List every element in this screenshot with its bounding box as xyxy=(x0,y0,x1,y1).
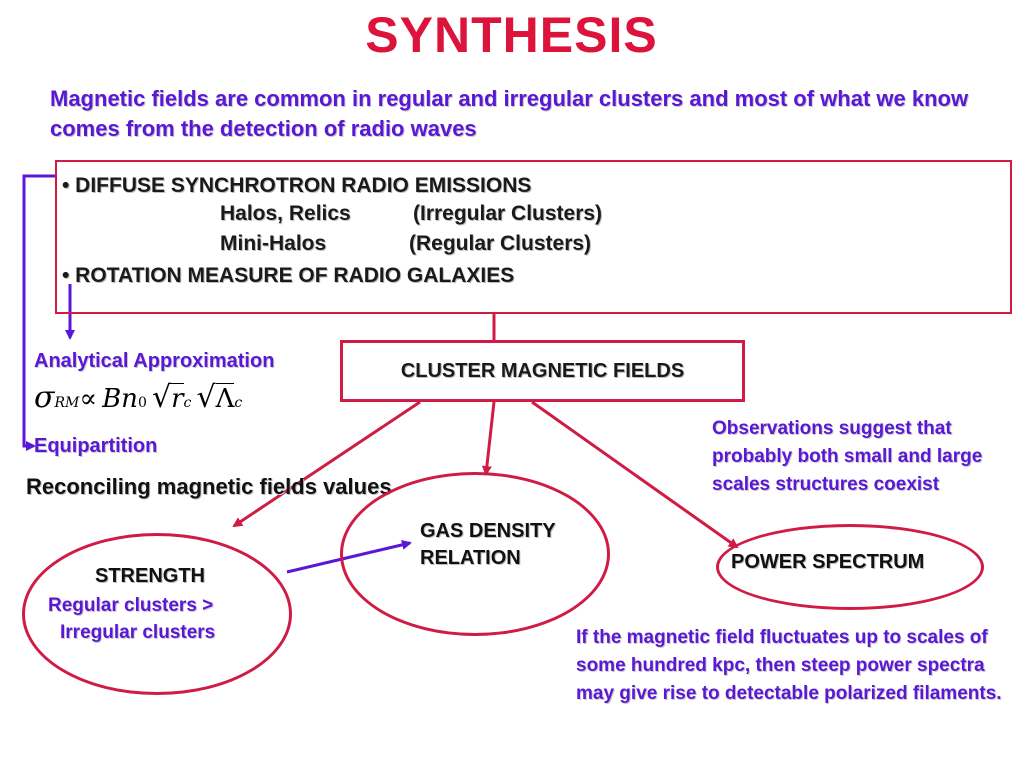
observations-note: Observations suggest that probably both … xyxy=(712,418,983,495)
formula-propto: ∝ xyxy=(79,384,97,414)
page-title: SYNTHESIS xyxy=(365,7,658,63)
reconciling-text: Reconciling magnetic fields values xyxy=(26,474,392,499)
formula-bn: Bn xyxy=(102,384,138,414)
rm-formula: σRM∝ Bn0 √rc √Λc xyxy=(34,380,242,415)
formula-c-subscript-2: c xyxy=(234,395,243,411)
formula-lambda: Λ xyxy=(215,383,235,414)
strength-label: STRENGTH xyxy=(95,565,205,587)
analytical-approximation-label: Analytical Approximation xyxy=(34,350,275,372)
sqrt-icon-1: √ xyxy=(151,380,172,415)
purple-bracket-arrow xyxy=(22,174,55,451)
power-spectrum-ellipse xyxy=(716,524,984,610)
formula-r: r xyxy=(171,383,184,414)
arrow-to-gas-density xyxy=(481,401,496,476)
strength-ellipse xyxy=(22,533,292,695)
formula-zero-subscript: 0 xyxy=(137,395,147,411)
gas-density-label: GAS DENSITY RELATION xyxy=(420,520,556,569)
fluctuation-note: If the magnetic field fluctuates up to s… xyxy=(576,627,1002,704)
intro-text: Magnetic fields are common in regular an… xyxy=(50,86,969,141)
cluster-magnetic-fields-label: CLUSTER MAGNETIC FIELDS xyxy=(400,359,685,382)
irregular-clusters-label: (Irregular Clusters) xyxy=(413,202,603,225)
gas-density-ellipse xyxy=(340,472,610,636)
strength-line-2: Irregular clusters xyxy=(60,622,216,643)
arrow-to-power-spectrum xyxy=(531,400,739,549)
equipartition-label: Equipartition xyxy=(34,435,158,457)
regular-clusters-label: (Regular Clusters) xyxy=(409,232,592,255)
formula-sigma: σ xyxy=(34,380,55,415)
bullet-diffuse-emissions: • DIFFUSE SYNCHROTRON RADIO EMISSIONS xyxy=(62,174,532,197)
mini-halos-label: Mini-Halos xyxy=(220,232,327,255)
halos-relics-label: Halos, Relics xyxy=(220,202,351,225)
formula-rm-subscript: RM xyxy=(54,395,80,411)
power-spectrum-label: POWER SPECTRUM xyxy=(731,551,925,573)
strength-line-1: Regular clusters > xyxy=(48,595,214,616)
bullet-rotation-measure: • ROTATION MEASURE OF RADIO GALAXIES xyxy=(62,264,515,287)
formula-c-subscript-1: c xyxy=(183,395,192,411)
sqrt-icon-2: √ xyxy=(196,380,216,415)
cluster-magnetic-fields-box: CLUSTER MAGNETIC FIELDS xyxy=(340,340,745,402)
arrow-to-strength xyxy=(232,400,421,528)
emissions-box xyxy=(55,160,1012,314)
